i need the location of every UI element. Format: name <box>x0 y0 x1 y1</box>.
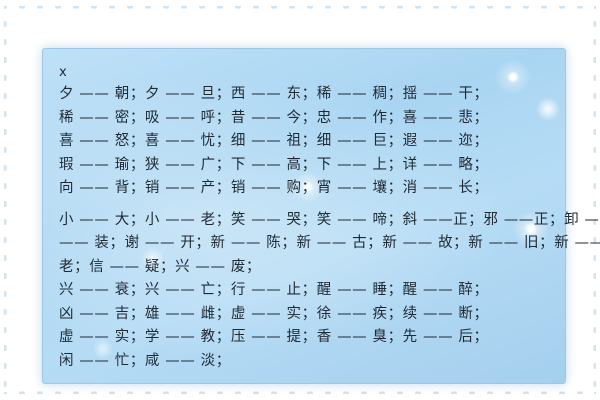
group-spacer <box>59 201 555 209</box>
antonym-line-7: —— 装；谢 —— 开；新 —— 陈；新 —— 古；新 —— 故；新 —— 旧；… <box>59 235 600 251</box>
antonym-line-3: 喜 —— 怒；喜 —— 忧；细 —— 祖；细 —— 巨；遐 —— 迩； <box>59 133 489 149</box>
text-panel: x 夕 —— 朝；夕 —— 旦；西 —— 东；稀 —— 稠；揺 —— 干； 稀 … <box>42 48 600 384</box>
antonym-line-4: 瑕 —— 瑜；狭 —— 广；下 —— 高；下 —— 上；详 —— 略； <box>59 156 489 173</box>
antonym-line-9: 兴 —— 衰；兴 —— 亡；行 —— 止；醒 —— 睡；醒 —— 醉； <box>59 282 489 298</box>
antonym-line-8: 老；信 —— 疑；兴 —— 废； <box>59 258 262 275</box>
antonym-line-10: 凶 —— 吉；雄 —— 雌；虚 —— 实；徐 —— 疾；续 —— 断； <box>59 305 489 322</box>
antonym-line-6: 小 —— 大；小 —— 老；笑 —— 哭；笑 —— 啼；斜 ——正；邪 ——正；… <box>59 211 600 228</box>
antonym-line-1: 夕 —— 朝；夕 —— 旦；西 —— 东；稀 —— 稠；揺 —— 干； <box>59 86 489 102</box>
antonym-line-12: 闲 —— 忙；咸 —— 淡； <box>59 352 231 369</box>
antonym-line-5: 向 —— 背；销 —— 产；销 —— 购；宵 —— 壤；消 —— 长； <box>59 180 489 196</box>
perforation-right <box>587 8 600 392</box>
section-header: x <box>59 65 67 80</box>
antonym-line-2: 稀 —— 密；吸 —— 呼；昔 —— 今；忠 —— 作；喜 —— 悲； <box>59 109 489 126</box>
perforation-bottom <box>6 385 594 399</box>
perforation-top <box>6 1 594 15</box>
antonym-line-11: 虚 —— 实；学 —— 教；压 —— 提；香 —— 臭；先 —— 后； <box>59 329 489 345</box>
antonym-list: x 夕 —— 朝；夕 —— 旦；西 —— 东；稀 —— 稠；揺 —— 干； 稀 … <box>59 65 600 373</box>
perforation-left <box>0 8 13 392</box>
